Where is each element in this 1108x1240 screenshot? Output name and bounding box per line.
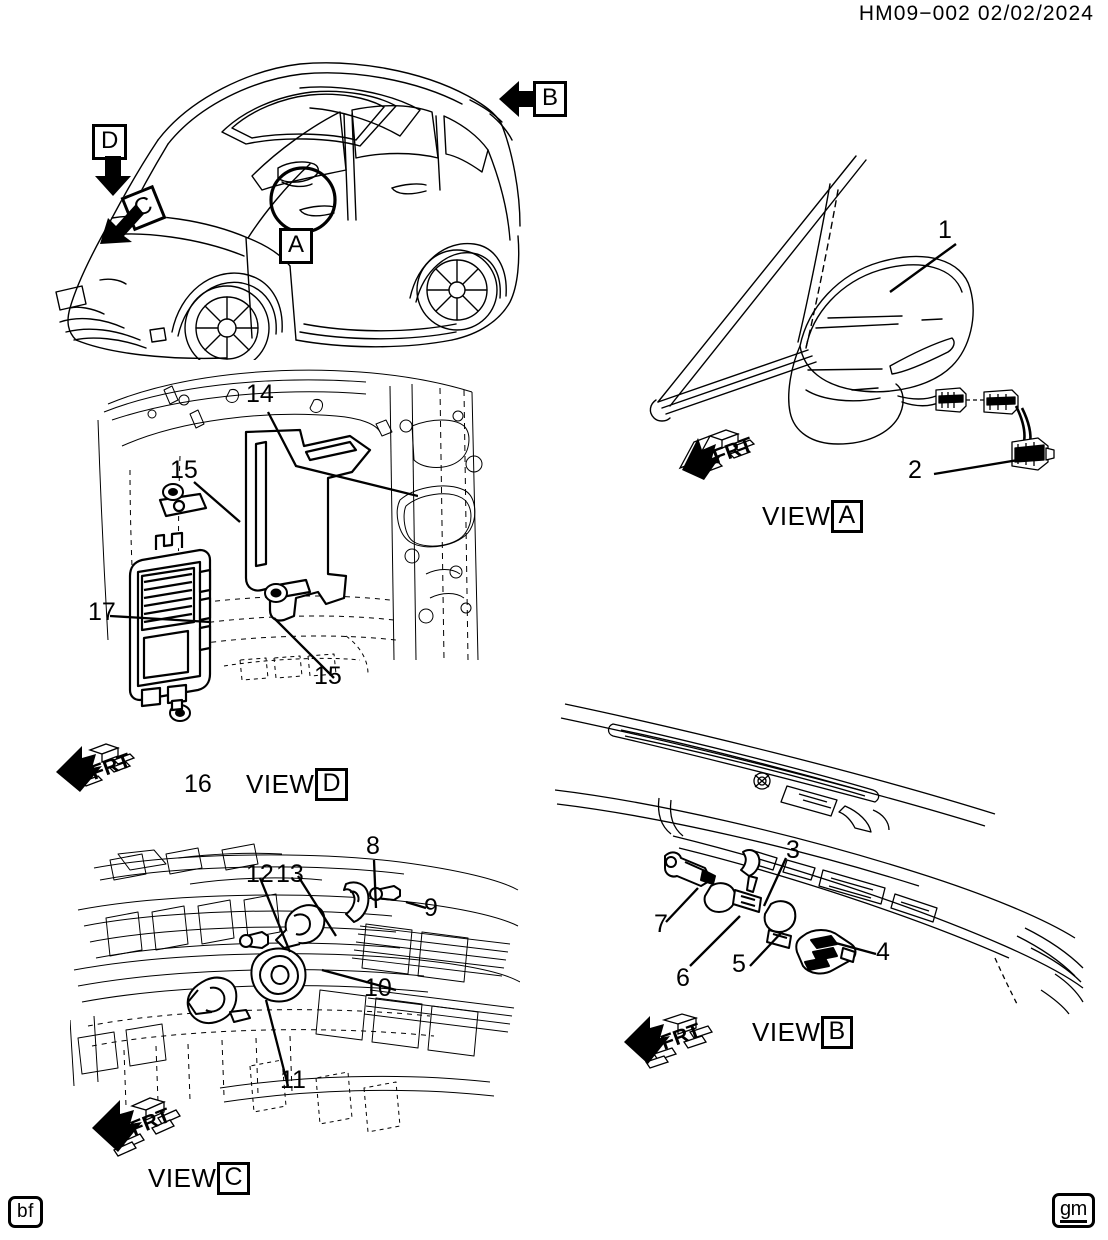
callout-2: 2	[908, 456, 922, 484]
callout-15-lower: 15	[314, 662, 342, 690]
view-d-illustration	[97, 369, 483, 722]
view-label-b: VIEW B	[752, 1016, 853, 1049]
view-b-illustration	[555, 703, 1084, 1015]
callout-4: 4	[876, 938, 890, 966]
svg-text:FRT: FRT	[127, 1104, 174, 1141]
frt-direction-marker-a-icon: FRT	[678, 429, 756, 480]
callout-11: 11	[280, 1066, 306, 1094]
view-label-c-word: VIEW	[148, 1162, 217, 1193]
callout-3: 3	[786, 836, 800, 864]
vehicle-overview-illustration	[55, 62, 521, 360]
view-label-a: VIEW A	[762, 500, 863, 533]
callout-1: 1	[938, 216, 952, 244]
svg-text:FRT: FRT	[658, 1019, 704, 1055]
view-label-a-key: A	[831, 500, 863, 533]
frt-direction-marker-d-icon: FRT	[56, 743, 136, 792]
view-c-leader-lines	[258, 859, 427, 1087]
callout-16: 16	[184, 770, 212, 798]
callout-14: 14	[246, 380, 274, 408]
frt-direction-marker-c-icon: FRT	[92, 1097, 181, 1157]
gm-logo-text: gm	[1060, 1199, 1087, 1223]
callout-15-upper: 15	[170, 456, 198, 484]
sheet-corner-tag: bf	[8, 1196, 43, 1228]
view-label-d-word: VIEW	[246, 768, 315, 799]
view-label-b-word: VIEW	[752, 1016, 821, 1047]
callout-13: 13	[276, 860, 304, 888]
callout-17: 17	[88, 598, 116, 626]
view-key-B[interactable]: B	[533, 81, 568, 117]
view-label-c-key: C	[217, 1162, 251, 1195]
gm-logo: gm	[1052, 1193, 1095, 1228]
view-label-b-key: B	[821, 1016, 853, 1049]
view-arrow-D-icon	[95, 156, 131, 196]
view-label-d-key: D	[315, 768, 349, 801]
callout-12: 12	[246, 860, 274, 888]
view-c-illustration	[70, 843, 520, 1133]
callout-7: 7	[654, 910, 668, 938]
frt-direction-marker-b-icon: FRT	[624, 1013, 714, 1069]
callout-8: 8	[366, 832, 380, 860]
callout-10: 10	[364, 974, 392, 1002]
view-label-a-word: VIEW	[762, 500, 831, 531]
leader-line-1	[889, 243, 957, 293]
view-key-A[interactable]: A	[279, 228, 314, 264]
view-a-illustration	[649, 155, 1055, 471]
callout-6: 6	[676, 964, 690, 992]
sheet-header: HM09−002 02/02/2024	[858, 2, 1094, 25]
view-key-D[interactable]: D	[92, 124, 128, 160]
callout-9: 9	[424, 894, 438, 922]
view-arrow-B-icon	[499, 81, 541, 117]
callout-5: 5	[732, 950, 746, 978]
view-label-d: VIEW D	[246, 768, 349, 801]
view-b-leader-lines	[665, 857, 877, 967]
view-arrow-C-icon	[100, 204, 144, 244]
leader-line-2	[933, 456, 1031, 476]
view-d-leader-lines	[109, 411, 418, 679]
view-label-c: VIEW C	[148, 1162, 251, 1195]
